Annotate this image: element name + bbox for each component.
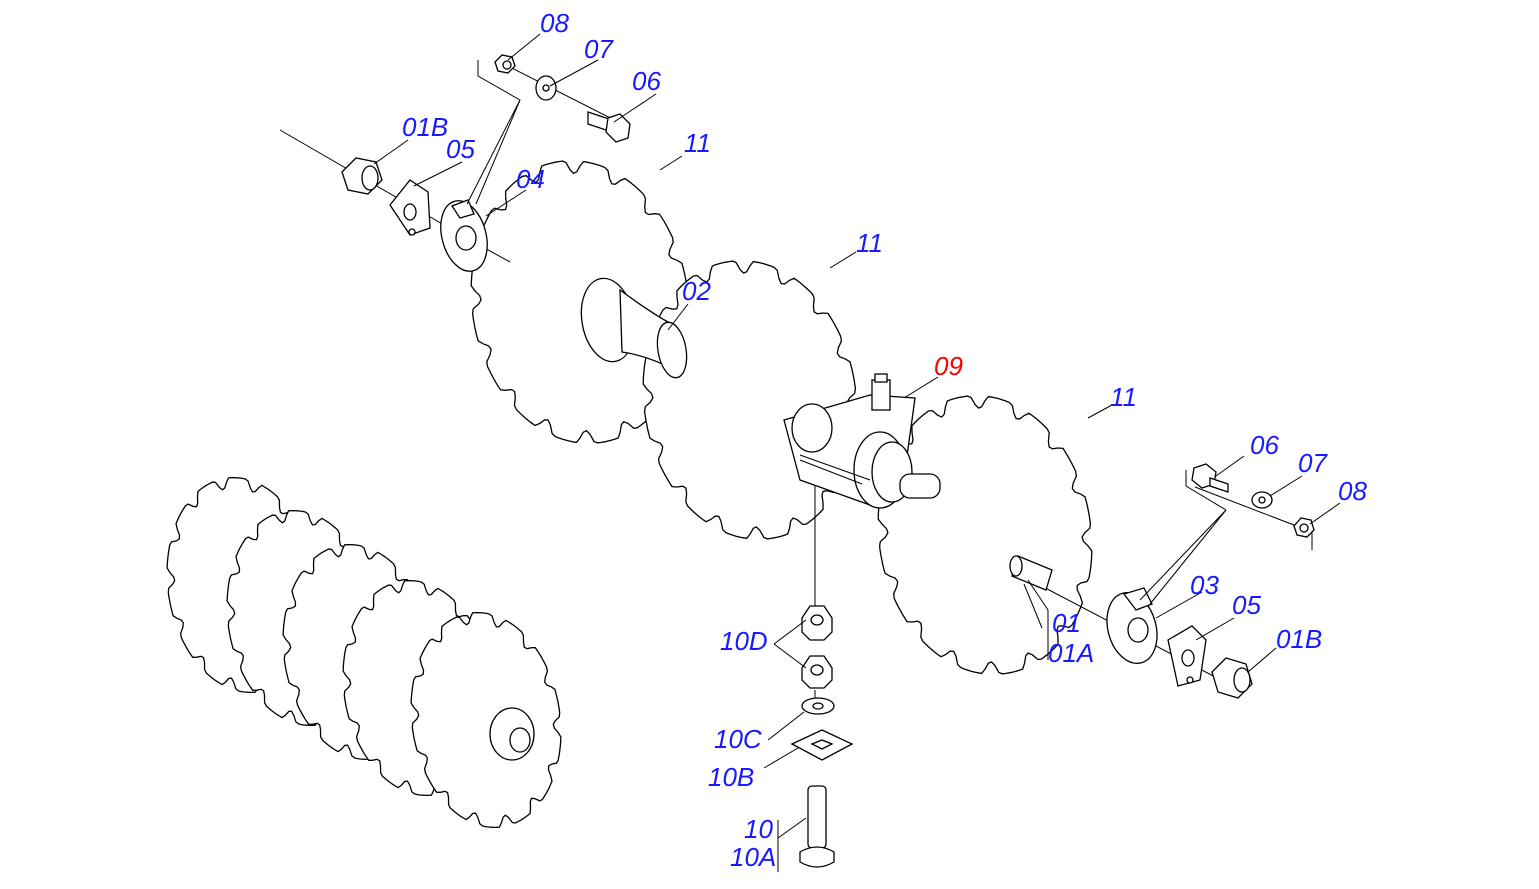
flange-plate-05-right bbox=[1167, 625, 1207, 687]
bearing-cap-04 bbox=[440, 199, 488, 272]
label-10C: 10C bbox=[714, 724, 762, 754]
label-08-right: 08 bbox=[1338, 476, 1367, 506]
disc-outline bbox=[877, 395, 1093, 675]
label-11-a: 11 bbox=[684, 128, 711, 158]
bearing-housing bbox=[783, 373, 941, 509]
label-06-right: 06 bbox=[1250, 430, 1279, 460]
label-08-top: 08 bbox=[540, 8, 569, 38]
carriage-bolt-10 bbox=[799, 785, 835, 868]
label-01: 01 bbox=[1052, 608, 1081, 638]
label-03: 03 bbox=[1190, 570, 1219, 600]
disc-outline bbox=[410, 611, 562, 829]
label-10: 10 bbox=[744, 814, 773, 844]
label-01B-right: 01B bbox=[1276, 624, 1322, 654]
washer-07-right bbox=[1251, 491, 1273, 509]
disc-stack-illustration bbox=[166, 476, 562, 829]
label-09: 09 bbox=[934, 351, 963, 381]
label-10A: 10A bbox=[730, 842, 776, 872]
label-07-right: 07 bbox=[1298, 448, 1328, 478]
label-05-left: 05 bbox=[446, 134, 475, 164]
label-11-b: 11 bbox=[856, 228, 883, 258]
label-10B: 10B bbox=[708, 762, 754, 792]
axle-pin-01 bbox=[1009, 555, 1053, 591]
washer-07-top bbox=[535, 75, 557, 101]
leader-lines bbox=[373, 33, 1341, 872]
label-04: 04 bbox=[516, 164, 545, 194]
nuts-10D bbox=[801, 605, 833, 689]
label-10D: 10D bbox=[720, 626, 768, 656]
label-01A: 01A bbox=[1048, 638, 1094, 668]
label-11-c: 11 bbox=[1110, 382, 1137, 412]
nut-08-right bbox=[1293, 517, 1315, 538]
label-02: 02 bbox=[682, 276, 711, 306]
washer-10C bbox=[801, 697, 835, 715]
part-labels: 08 07 06 01B 05 04 11 02 11 09 11 06 07 … bbox=[402, 8, 1367, 872]
bolt-06-right bbox=[1191, 463, 1229, 493]
disc-blade-right bbox=[877, 395, 1093, 675]
label-01B-left: 01B bbox=[402, 112, 448, 142]
label-05-right: 05 bbox=[1232, 590, 1261, 620]
label-07-top: 07 bbox=[584, 34, 614, 64]
square-washer-10B bbox=[790, 729, 854, 761]
disc-hub-bore bbox=[509, 727, 531, 753]
bearing-cap-03 bbox=[1106, 587, 1158, 664]
label-06-top: 06 bbox=[632, 66, 661, 96]
bolt-06-top bbox=[587, 111, 631, 143]
spacer-spool bbox=[580, 277, 688, 379]
hex-nut-01B-left bbox=[341, 157, 383, 195]
flange-plate-05-left bbox=[389, 179, 431, 236]
hex-nut-01B-right bbox=[1211, 657, 1253, 699]
nut-08-top bbox=[494, 54, 516, 74]
